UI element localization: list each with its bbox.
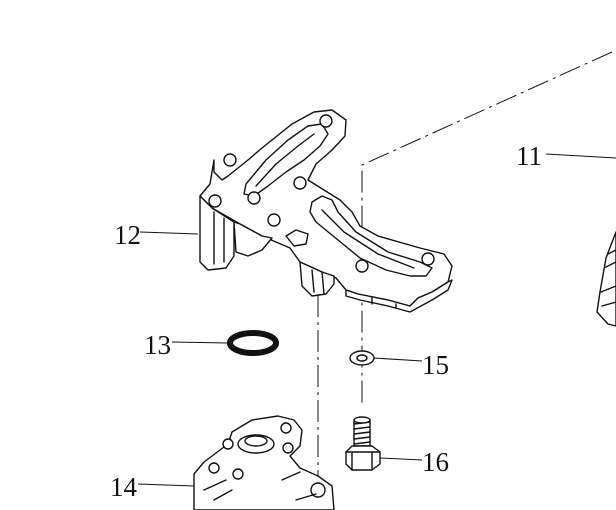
leader-line-15 [373, 357, 423, 362]
callout-14: 14 [110, 472, 138, 502]
part-16-bolt [345, 416, 381, 471]
part-15-washer [349, 350, 375, 366]
part-12-bracket [199, 109, 453, 313]
part-14-lower-body [193, 415, 335, 510]
callout-16: 16 [422, 447, 449, 477]
part-11-housing [596, 231, 616, 327]
callout-13: 13 [144, 330, 171, 360]
leader-line-14 [137, 483, 195, 487]
leader-line-12 [139, 231, 199, 235]
callout-15: 15 [422, 350, 449, 380]
leader-line-11 [545, 153, 616, 159]
part-13-o-ring [227, 330, 279, 356]
leader-line-13 [171, 341, 229, 344]
assembly-center-lines [317, 51, 613, 490]
callout-12: 12 [114, 220, 141, 250]
callout-11: 11 [516, 141, 542, 171]
leader-lines [137, 153, 616, 487]
leader-line-16 [379, 457, 423, 461]
